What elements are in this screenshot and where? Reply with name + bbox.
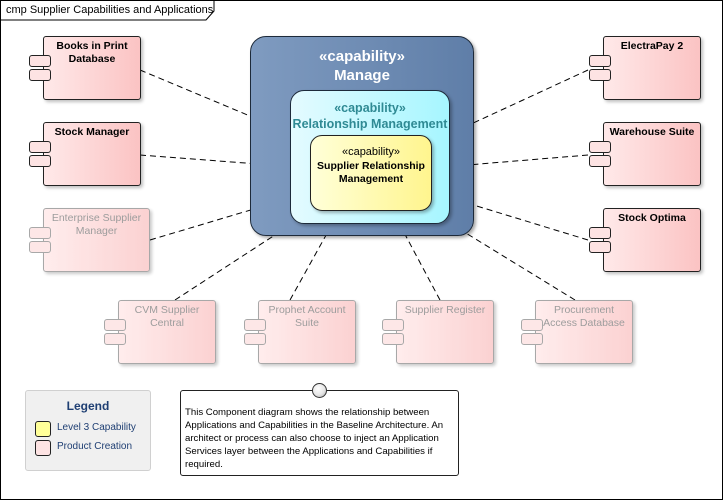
capability-name: Manage <box>334 67 390 84</box>
component-name: Warehouse Suite <box>609 126 695 138</box>
legend-swatch-icon <box>35 440 51 456</box>
legend-swatch-icon <box>35 421 51 437</box>
component-procurement-access-database[interactable]: Procurement Access Database <box>521 300 633 364</box>
component-stock-optima[interactable]: Stock Optima <box>589 208 701 272</box>
component-port-icon <box>104 319 126 331</box>
stereotype-label: «capability» <box>319 48 405 65</box>
capability-manage-label: «capability» Manage <box>251 47 473 85</box>
legend-title: Legend <box>66 399 110 413</box>
diagram-title: cmp Supplier Capabilities and Applicatio… <box>6 4 214 16</box>
note[interactable]: This Component diagram shows the relatio… <box>180 390 459 476</box>
component-name: Books in Print Database <box>56 40 128 65</box>
component-port-icon <box>29 227 51 239</box>
component-supplier-register[interactable]: Supplier Register <box>382 300 494 364</box>
component-electrapay-2[interactable]: ElectraPay 2 <box>589 36 701 100</box>
component-port-icon <box>382 319 404 331</box>
component-books-in-print-database[interactable]: Books in Print Database <box>29 36 141 100</box>
legend[interactable]: Legend Level 3 Capability Product Creati… <box>25 390 151 471</box>
link-stock-optima[interactable] <box>431 192 589 241</box>
component-name: Stock Manager <box>54 126 130 138</box>
capability-relationship-management-label: «capability» Relationship Management <box>291 100 449 132</box>
capability-supplier-relationship-management[interactable]: «capability» Supplier Relationship Manag… <box>310 135 432 211</box>
component-port-icon <box>589 155 611 167</box>
stereotype-label: «capability» <box>334 101 406 115</box>
component-name: Stock Optima <box>618 212 686 224</box>
component-port-icon <box>29 155 51 167</box>
component-port-icon <box>29 69 51 81</box>
legend-item-label: Level 3 Capability <box>57 422 136 433</box>
component-port-icon <box>589 141 611 153</box>
component-warehouse-suite[interactable]: Warehouse Suite <box>589 122 701 186</box>
component-port-icon <box>29 55 51 67</box>
component-port-icon <box>29 241 51 253</box>
component-port-icon <box>589 69 611 81</box>
component-port-icon <box>244 319 266 331</box>
component-port-icon <box>521 319 543 331</box>
component-port-icon <box>589 227 611 239</box>
component-name: Procurement Access Database <box>543 304 625 329</box>
component-port-icon <box>589 55 611 67</box>
component-cvm-supplier-central[interactable]: CVM Supplier Central <box>104 300 216 364</box>
capability-name: Relationship Management <box>292 117 448 131</box>
component-port-icon <box>244 333 266 345</box>
component-port-icon <box>589 241 611 253</box>
component-port-icon <box>521 333 543 345</box>
component-port-icon <box>29 141 51 153</box>
component-name: Supplier Register <box>404 304 486 316</box>
component-name: ElectraPay 2 <box>620 40 684 52</box>
component-name: Prophet Account Suite <box>268 304 346 329</box>
component-port-icon <box>104 333 126 345</box>
title-tab-shape <box>1 1 215 21</box>
component-stock-manager[interactable]: Stock Manager <box>29 122 141 186</box>
stereotype-label: «capability» <box>341 146 401 158</box>
capability-name: Supplier Relationship Management <box>317 160 425 185</box>
note-attachment-icon <box>312 383 327 398</box>
component-port-icon <box>382 333 404 345</box>
component-name: Enterprise Supplier Manager <box>51 212 142 237</box>
component-enterprise-supplier-manager[interactable]: Enterprise Supplier Manager <box>29 208 150 272</box>
component-name: CVM Supplier Central <box>134 304 200 329</box>
legend-item-label: Product Creation <box>57 441 133 452</box>
note-text: This Component diagram shows the relatio… <box>185 407 444 470</box>
component-prophet-account-suite[interactable]: Prophet Account Suite <box>244 300 356 364</box>
